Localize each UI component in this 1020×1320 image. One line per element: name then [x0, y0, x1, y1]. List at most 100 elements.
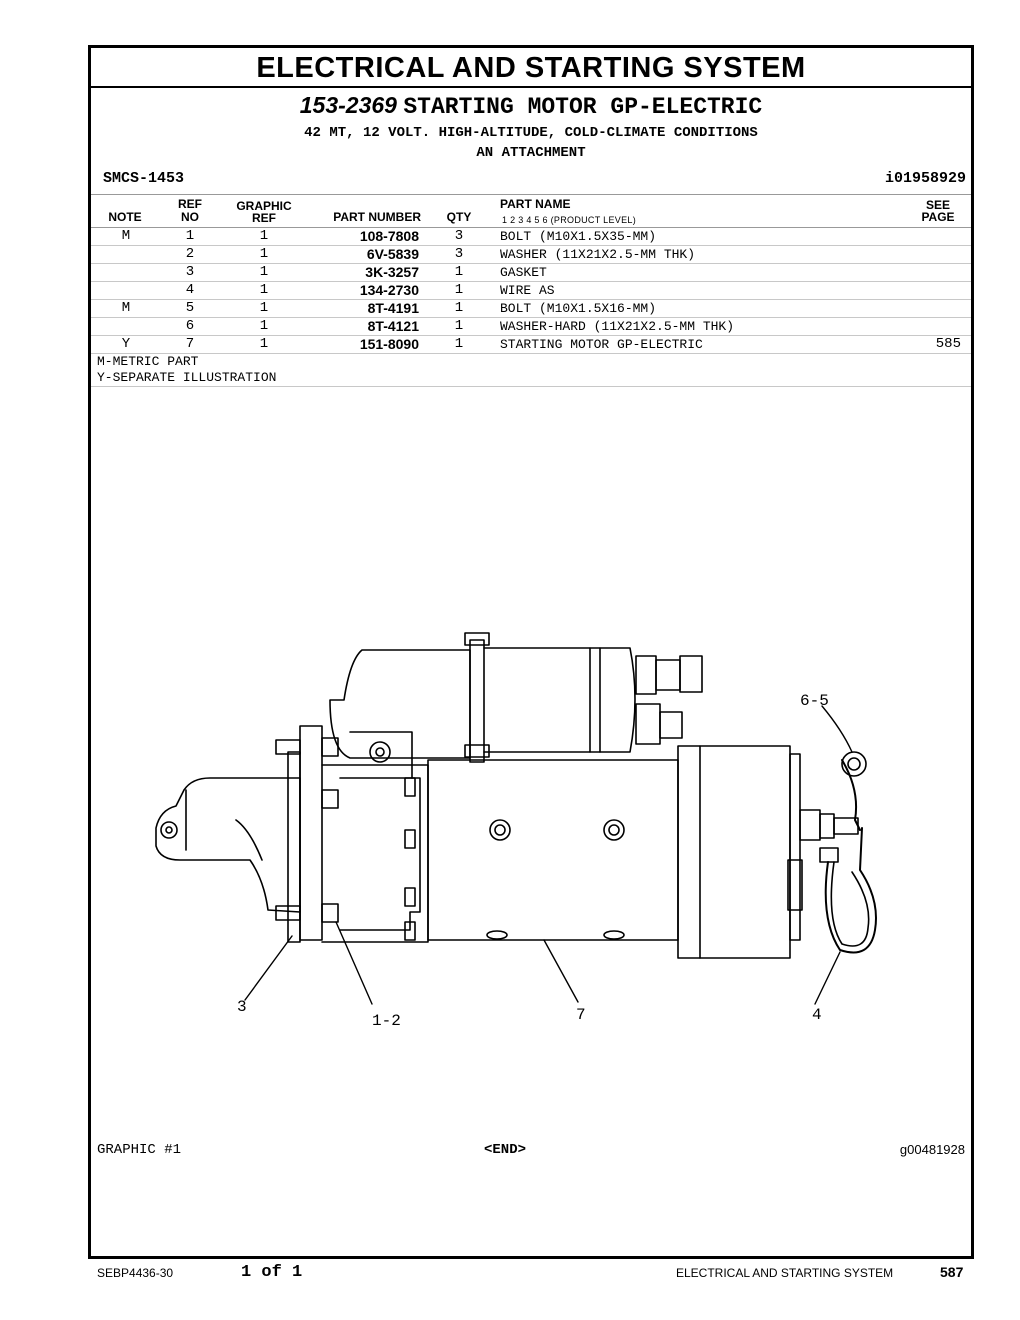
cell-ref: 1 [185, 228, 195, 244]
smcs-code: SMCS-1453 [103, 170, 185, 187]
cell-part-name: WASHER (11X21X2.5-MM THK) [500, 247, 696, 262]
cell-ref: 6 [185, 318, 195, 334]
cell-part-name: BOLT (M10X1.5X16-MM) [500, 301, 657, 316]
group-name: STARTING MOTOR GP-ELECTRIC [403, 94, 763, 120]
cell-ref: 4 [185, 282, 195, 298]
footer-doc-number: SEBP4436-30 [97, 1266, 174, 1280]
subtitle-conditions: 42 MT, 12 VOLT. HIGH-ALTITUDE, COLD-CLIM… [304, 125, 758, 141]
callout-3: 3 [237, 998, 247, 1016]
col-note: NOTE [108, 210, 142, 224]
terminal-lower [635, 703, 661, 745]
nose-housing [155, 777, 301, 913]
footer-section: ELECTRICAL AND STARTING SYSTEM [676, 1266, 894, 1280]
cell-graphic-ref: 1 [259, 246, 269, 262]
cell-part-number: 3K-3257 [365, 264, 419, 280]
cell-ref: 2 [185, 246, 195, 262]
cell-graphic-ref: 1 [259, 300, 269, 316]
cell-note: M [121, 300, 131, 316]
note-separate-illustration: Y-SEPARATE ILLUSTRATION [97, 370, 277, 385]
terminal-upper [635, 655, 657, 695]
callout-6-5: 6-5 [800, 692, 829, 710]
col-see-1: SEE [925, 198, 950, 212]
col-see-2: PAGE [921, 210, 955, 224]
subtitle-attachment: AN ATTACHMENT [476, 145, 586, 161]
col-part-name: PART NAME [500, 197, 571, 211]
cell-ref: 5 [185, 300, 195, 316]
graphic-caption: GRAPHIC #1 [97, 1142, 182, 1158]
solenoid-flange [469, 639, 485, 763]
cell-graphic-ref: 1 [259, 228, 269, 244]
notes-legend: M-METRIC PART Y-SEPARATE ILLUSTRATION [97, 354, 276, 386]
cell-qty: 3 [454, 228, 464, 244]
leader-lines [244, 705, 853, 1005]
flange-bolts [275, 737, 339, 923]
nose-mount-hole [160, 821, 178, 839]
page-frame: ELECTRICAL AND STARTING SYSTEM 153-2369 … [88, 45, 974, 1259]
table-row: 2 1 6V-5839 3 WASHER (11X21X2.5-MM THK) [91, 246, 971, 264]
graphic-id: g00481928 [899, 1142, 965, 1157]
callout-1-2: 1-2 [372, 1012, 401, 1030]
cell-part-number: 108-7808 [359, 228, 419, 244]
wire-assembly [841, 759, 861, 831]
cell-qty: 1 [454, 282, 464, 298]
ring-terminal [841, 751, 867, 777]
column-headers: NOTE REF NO GRAPHIC REF PART NUMBER QTY … [91, 194, 971, 228]
graphic-end: <END> [484, 1142, 527, 1158]
cell-part-name: BOLT (M10X1.5X35-MM) [500, 229, 657, 244]
callout-7: 7 [576, 1006, 586, 1024]
table-row: M 5 1 8T-4191 1 BOLT (M10X1.5X16-MM) [91, 300, 971, 318]
section-title: ELECTRICAL AND STARTING SYSTEM [91, 48, 971, 88]
document-identifier: i01958929 [884, 170, 966, 187]
cell-ref: 3 [185, 264, 195, 280]
cell-graphic-ref: 1 [259, 336, 269, 352]
frame-screws [486, 819, 625, 940]
table-row: 4 1 134-2730 1 WIRE AS [91, 282, 971, 300]
cell-qty: 1 [454, 300, 464, 316]
group-title: 153-2369 STARTING MOTOR GP-ELECTRIC [91, 92, 971, 120]
table-row: Y 7 1 151-8090 1 STARTING MOTOR GP-ELECT… [91, 336, 971, 354]
cell-ref: 7 [185, 336, 195, 352]
table-row: 3 1 3K-3257 1 GASKET [91, 264, 971, 282]
cell-qty: 1 [454, 336, 464, 352]
cell-part-number: 8T-4191 [367, 300, 419, 316]
motor-frame [427, 759, 679, 941]
footer-page-number: 587 [940, 1264, 964, 1280]
cell-note: Y [121, 336, 131, 352]
solenoid-body [483, 647, 636, 753]
cell-part-name: WASHER-HARD (11X21X2.5-MM THK) [500, 319, 735, 334]
cell-part-number: 8T-4121 [367, 318, 419, 334]
solenoid-plug [369, 741, 391, 763]
footer-page-of: 1 of 1 [241, 1263, 303, 1282]
group-number: 153-2369 [299, 92, 397, 118]
end-housing [677, 745, 791, 959]
col-part-number: PART NUMBER [333, 210, 421, 224]
divider [91, 386, 971, 387]
product-level: 1 2 3 4 5 6 (PRODUCT LEVEL) [502, 215, 636, 225]
cell-part-number: 151-8090 [359, 336, 419, 352]
note-metric: M-METRIC PART [97, 354, 199, 369]
cell-part-number: 6V-5839 [366, 246, 419, 262]
cell-part-number: 134-2730 [359, 282, 419, 298]
col-ref-2: NO [181, 210, 199, 224]
table-row: M 1 1 108-7808 3 BOLT (M10X1.5X35-MM) [91, 228, 971, 246]
col-graphic-ref-1: GRAPHIC [236, 199, 292, 213]
col-graphic-ref-2: REF [252, 211, 276, 225]
callout-4: 4 [812, 1006, 822, 1024]
cell-qty: 3 [454, 246, 464, 262]
cell-qty: 1 [454, 264, 464, 280]
mount-flange [299, 725, 323, 941]
cell-note: M [121, 228, 131, 244]
cell-graphic-ref: 1 [259, 264, 269, 280]
table-row: 6 1 8T-4121 1 WASHER-HARD (11X21X2.5-MM … [91, 318, 971, 336]
cell-graphic-ref: 1 [259, 282, 269, 298]
cell-see-page: 585 [935, 336, 961, 352]
col-ref-1: REF [178, 197, 202, 211]
cell-part-name: STARTING MOTOR GP-ELECTRIC [500, 337, 703, 352]
cell-part-name: GASKET [500, 265, 547, 280]
cell-graphic-ref: 1 [259, 318, 269, 334]
cell-qty: 1 [454, 318, 464, 334]
gasket [287, 751, 301, 943]
cell-part-name: WIRE AS [500, 283, 555, 298]
col-qty: QTY [446, 210, 472, 224]
